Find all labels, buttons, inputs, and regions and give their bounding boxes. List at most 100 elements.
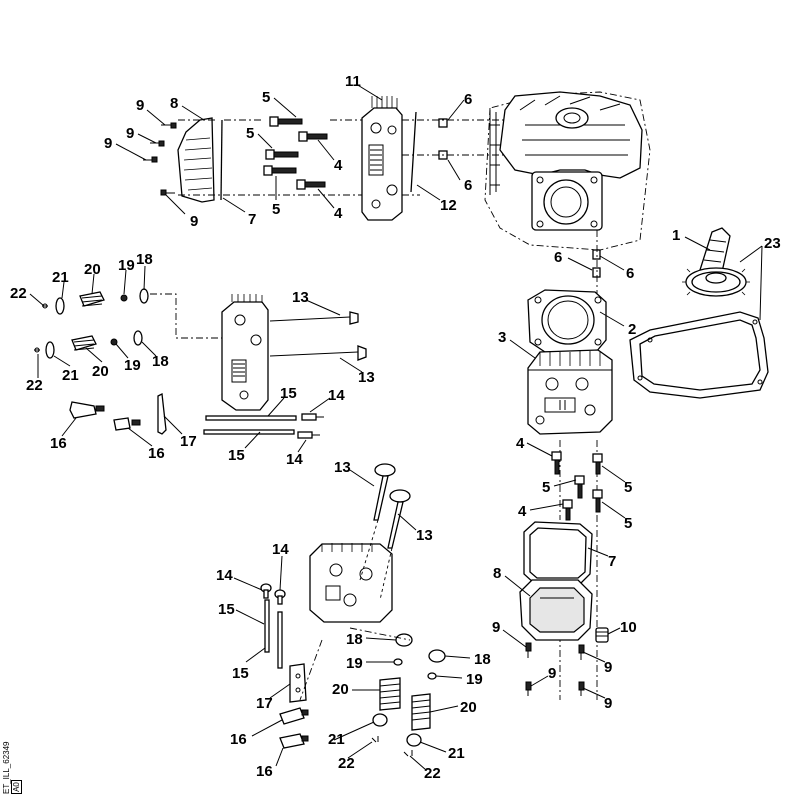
callout-16: 16 [50,435,67,452]
callout-4: 4 [518,503,527,520]
callout-6: 6 [554,249,562,266]
callout-16: 16 [256,763,273,780]
push-rods-lower [260,583,286,669]
reference-revision: A0 [11,780,22,794]
head-bolts-vertical [551,451,603,521]
callout-22: 22 [424,765,441,782]
push-rods-mid [203,415,297,435]
callout-6: 6 [464,177,472,194]
camshaft [682,227,750,297]
callout-22: 22 [26,377,43,394]
callout-15: 15 [218,601,235,618]
callout-6: 6 [464,91,472,108]
callout-8: 8 [493,565,501,582]
callout-6: 6 [626,265,634,282]
callout-13: 13 [292,289,309,306]
rocker-arms-mid [69,393,167,435]
callout-11: 11 [345,73,361,90]
callout-18: 18 [474,651,491,668]
callout-13: 13 [416,527,433,544]
breather-valve [595,627,609,643]
callout-9: 9 [104,135,112,152]
callout-14: 14 [286,451,303,468]
callout-21: 21 [62,367,79,384]
valve-spring-set-upper [42,288,149,315]
callout-22: 22 [10,285,27,302]
callout-5: 5 [262,89,270,106]
valve-spring-set-lower [34,330,143,359]
cylinder-head [527,349,613,435]
callout-4: 4 [334,205,343,222]
callout-13: 13 [334,459,351,476]
callout-22: 22 [338,755,355,772]
callout-18: 18 [346,631,363,648]
callout-9: 9 [190,213,198,230]
callout-7: 7 [608,553,616,570]
callout-9: 9 [126,125,134,142]
callout-9: 9 [604,695,612,712]
callout-16: 16 [148,445,165,462]
callout-labels: 9 8 9 9 9 7 5 5 4 5 4 11 6 6 12 6 6 1 23… [10,73,781,782]
callout-8: 8 [170,95,178,112]
callout-19: 19 [118,257,135,274]
callout-1: 1 [672,227,680,244]
callout-9: 9 [492,619,500,636]
callout-19: 19 [466,671,483,688]
callout-18: 18 [136,251,153,268]
callout-12: 12 [440,197,457,214]
callout-15: 15 [280,385,297,402]
crankcase-gasket [629,311,769,399]
callout-4: 4 [334,157,343,174]
callout-20: 20 [460,699,477,716]
leader-lines [29,83,763,771]
callout-19: 19 [124,357,141,374]
callout-5: 5 [542,479,550,496]
screws-9-top [143,122,177,196]
illustration-reference: ET_ILL_62349 A0 [2,734,22,794]
callout-9: 9 [548,665,556,682]
callout-21: 21 [328,731,345,748]
callout-10: 10 [620,619,637,636]
head-gasket [527,289,607,353]
valves-mid [269,311,367,361]
callout-5: 5 [272,201,280,218]
callout-15: 15 [228,447,245,464]
engine-block [484,91,651,251]
rocker-cover-side [177,117,215,203]
callout-7: 7 [248,211,256,228]
callout-14: 14 [328,387,345,404]
cylinder-head-side [221,294,269,411]
callout-19: 19 [346,655,363,672]
callout-20: 20 [332,681,349,698]
callout-23: 23 [764,235,781,252]
tappets-mid [297,413,324,439]
callout-18: 18 [152,353,169,370]
callout-15: 15 [232,665,249,682]
callout-20: 20 [92,363,109,380]
callout-21: 21 [52,269,69,286]
callout-3: 3 [498,329,506,346]
rocker-parts-lower [279,663,309,749]
head-bolts-top [263,116,328,190]
valves-lower [373,463,411,549]
callout-16: 16 [230,731,247,748]
rocker-cover-gasket [523,521,593,585]
callout-9: 9 [604,659,612,676]
reference-code: ET_ILL_62349 [2,741,11,795]
callout-2: 2 [628,321,636,338]
rocker-cover [519,579,593,641]
callout-14: 14 [216,567,233,584]
callout-17: 17 [180,433,197,450]
callout-5: 5 [246,125,254,142]
callout-13: 13 [358,369,375,386]
callout-9: 9 [136,97,144,114]
cylinder-head-upper [361,96,403,221]
callout-4: 4 [516,435,525,452]
callout-5: 5 [624,479,632,496]
cylinder-head-lower [309,543,393,623]
callout-5: 5 [624,515,632,532]
callout-20: 20 [84,261,101,278]
callout-17: 17 [256,695,273,712]
